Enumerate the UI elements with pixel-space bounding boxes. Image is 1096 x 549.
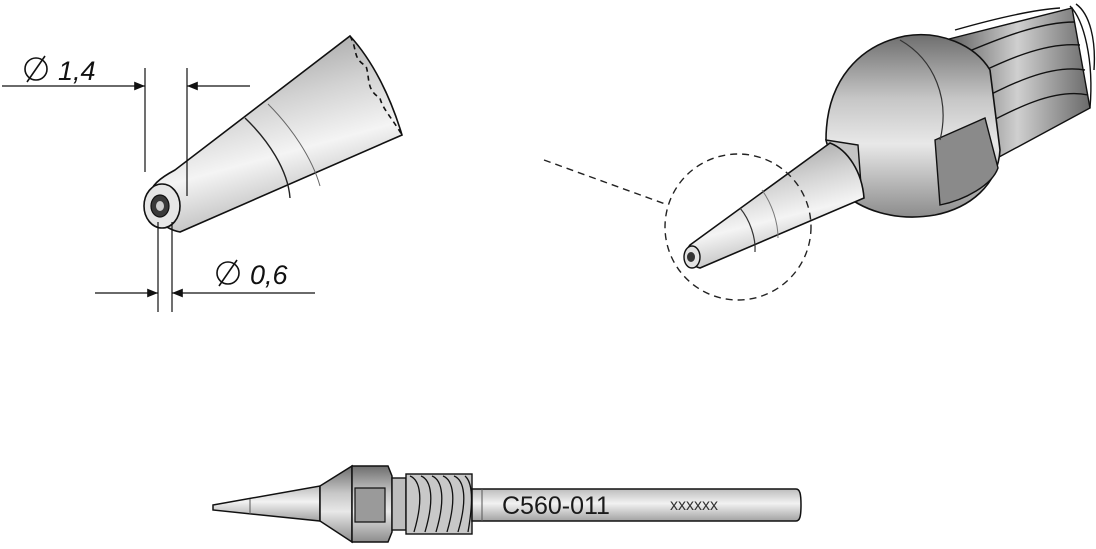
dimension-outer-diameter: 1,4 (2, 55, 250, 196)
side-view-thread (405, 473, 473, 535)
inner-diameter-value: 0,6 (250, 260, 289, 290)
detail-tip-cone (149, 34, 403, 233)
diameter-symbol-icon (216, 259, 240, 287)
perspective-view (543, 3, 1096, 301)
part-code-label: C560-011 (502, 492, 610, 520)
dimension-inner-diameter: 0,6 (95, 222, 315, 312)
detail-view: 1,4 0,6 (2, 34, 403, 312)
detail-callout-leader (543, 159, 669, 206)
outer-diameter-value: 1,4 (58, 56, 96, 86)
side-view-shaft (471, 488, 802, 522)
serial-number-label: xxxxxx (670, 497, 718, 514)
side-view-tip (212, 485, 321, 522)
diameter-symbol-icon (24, 55, 48, 83)
detail-callout-circle (664, 153, 812, 301)
perspective-nozzle (686, 142, 865, 269)
side-view: C560-011 xxxxxx (212, 464, 802, 544)
